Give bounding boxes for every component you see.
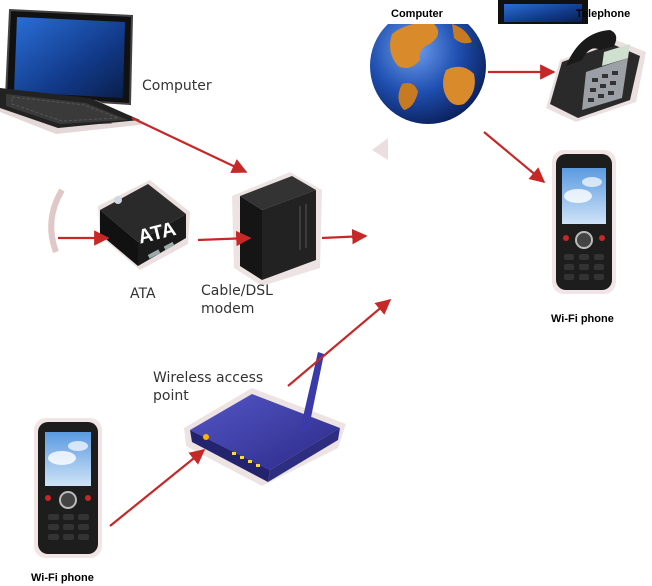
globe-crop-mask xyxy=(370,0,500,24)
arrow-internet-to-wifi-phone xyxy=(483,131,546,183)
arrow-modem-to-internet xyxy=(321,228,368,245)
access-point-label-line1: Wireless access xyxy=(153,370,264,386)
computer-top-icon xyxy=(498,0,588,24)
access-point-label-line2: point xyxy=(153,388,189,404)
computer-left-label: Computer xyxy=(142,78,212,94)
wifi-phone-right-icon xyxy=(552,150,616,294)
computer-top-label: Computer xyxy=(391,8,443,20)
wireless-access-point-icon xyxy=(184,352,346,486)
arrow-wifi-phone-to-access-point xyxy=(109,449,206,527)
arrow-access-point-to-internet xyxy=(287,299,392,387)
computer-left-icon xyxy=(0,8,148,134)
arrow-computer-to-modem xyxy=(131,117,248,174)
ata-icon xyxy=(98,180,190,270)
modem-label-line1: Cable/DSL xyxy=(201,283,273,299)
arrow-ata-to-modem xyxy=(197,230,252,247)
telephone-label: Telephone xyxy=(576,8,631,20)
cropped-shape-left xyxy=(48,188,65,254)
wifi-phone-right-label: Wi-Fi phone xyxy=(551,313,614,325)
wifi-phone-bottom-label: Wi-Fi phone xyxy=(31,572,94,584)
cropped-shape-center xyxy=(372,138,388,160)
wifi-phone-bottom-icon xyxy=(34,418,102,558)
ata-label: ATA xyxy=(130,286,156,302)
telephone-icon xyxy=(546,30,646,122)
modem-label-line2: modem xyxy=(201,301,255,317)
modem-icon xyxy=(232,172,322,286)
globe-icon xyxy=(370,8,486,124)
connection-arrows xyxy=(58,64,556,527)
